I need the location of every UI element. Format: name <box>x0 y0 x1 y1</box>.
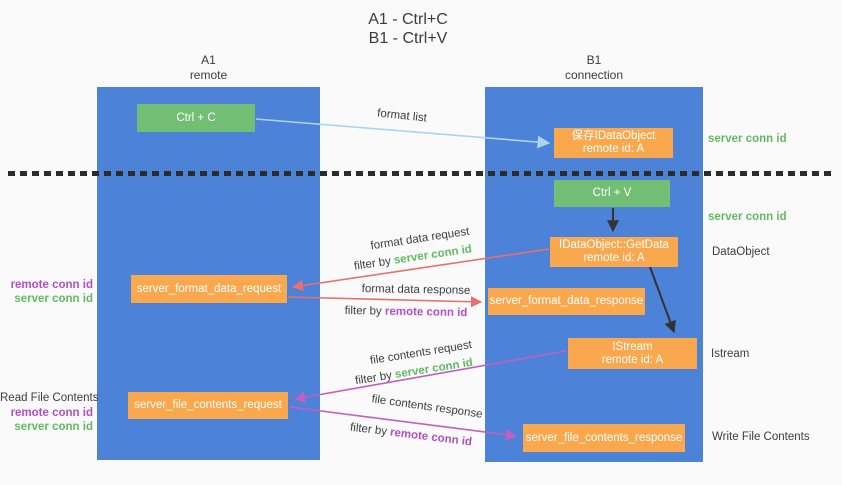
node-server-format-data-response: server_format_data_response <box>488 288 645 315</box>
right-label-dataobject: DataObject <box>712 246 770 258</box>
node-server-file-contents-request: server_file_contents_request <box>128 392 288 419</box>
node-file-request-label: server_file_contents_request <box>134 399 282 411</box>
node-server-file-contents-response: server_file_contents_response <box>523 424 685 452</box>
filter-by-text: filter by <box>353 255 392 273</box>
node-ctrl-v-label: Ctrl + V <box>592 187 632 199</box>
node-ctrl-v: Ctrl + V <box>554 180 670 207</box>
right-label-istream: Istream <box>711 348 750 360</box>
node-format-request-label: server_format_data_request <box>136 282 282 295</box>
label-file-contents-response: file contents response <box>371 393 483 420</box>
label-file-contents-response-text: file contents response <box>370 393 484 421</box>
node-istream-line2: remote id: A <box>601 353 664 366</box>
node-getdata-line1: IDataObject::GetData <box>559 239 669 251</box>
left-conn-id-group-2: remote conn id server conn id <box>2 406 93 434</box>
column-a1-subtitle: remote <box>189 68 228 82</box>
label-filter-remote-conn-1: filter by remote conn id <box>345 305 468 319</box>
node-file-response-label: server_file_contents_response <box>525 431 683 444</box>
dashed-separator <box>8 171 836 176</box>
right-label-server-conn-id-top: server conn id <box>708 133 787 145</box>
node-save-idataobject: 保存IDataObject remote id: A <box>554 128 673 158</box>
column-b1-name: B1 <box>586 53 602 67</box>
filter-by-text: filter by <box>349 421 388 438</box>
column-header-b1: B1 connection <box>485 53 703 83</box>
title-line-1: A1 - Ctrl+C <box>368 11 448 28</box>
left-label-server-conn-id-1: server conn id <box>14 293 93 305</box>
node-istream-line1: IStream <box>612 340 653 353</box>
title-line-2: B1 - Ctrl+V <box>368 30 448 47</box>
column-a1-name: A1 <box>201 53 216 67</box>
left-label-read-file-contents: Read File Contents <box>0 392 99 404</box>
left-label-remote-conn-id-2: remote conn id <box>10 407 93 419</box>
node-save-idataobject-line1: 保存IDataObject <box>571 130 656 142</box>
remote-conn-id-text: remote conn id <box>389 426 473 449</box>
column-b1-subtitle: connection <box>564 68 624 82</box>
diagram-title: A1 - Ctrl+C B1 - Ctrl+V <box>258 10 558 48</box>
label-format-data-response-text: format data response <box>361 283 471 297</box>
node-ctrl-c: Ctrl + C <box>137 104 255 132</box>
remote-conn-id-text: remote conn id <box>384 305 468 320</box>
column-header-a1: A1 remote <box>97 53 320 83</box>
node-save-idataobject-line2: remote id: A <box>582 143 645 155</box>
label-format-list-text: format list <box>376 107 428 125</box>
filter-by-text: filter by <box>354 369 393 388</box>
label-format-list: format list <box>377 107 428 124</box>
label-format-data-response: format data response <box>362 283 471 297</box>
right-label-server-conn-id-mid: server conn id <box>708 211 787 223</box>
node-server-format-data-request: server_format_data_request <box>131 275 287 303</box>
node-format-response-label: server_format_data_response <box>489 295 644 307</box>
filter-by-text: filter by <box>344 304 382 318</box>
left-label-server-conn-id-2: server conn id <box>14 421 93 433</box>
node-istream: IStream remote id: A <box>568 338 697 369</box>
left-label-remote-conn-id-1: remote conn id <box>10 279 93 291</box>
node-ctrl-c-label: Ctrl + C <box>176 111 216 124</box>
label-filter-remote-conn-2: filter by remote conn id <box>349 422 472 449</box>
node-idataobject-getdata: IDataObject::GetData remote id: A <box>550 237 678 267</box>
node-getdata-line2: remote id: A <box>583 252 645 264</box>
left-conn-id-group-1: remote conn id server conn id <box>2 278 93 306</box>
right-label-write-file-contents: Write File Contents <box>712 431 810 443</box>
